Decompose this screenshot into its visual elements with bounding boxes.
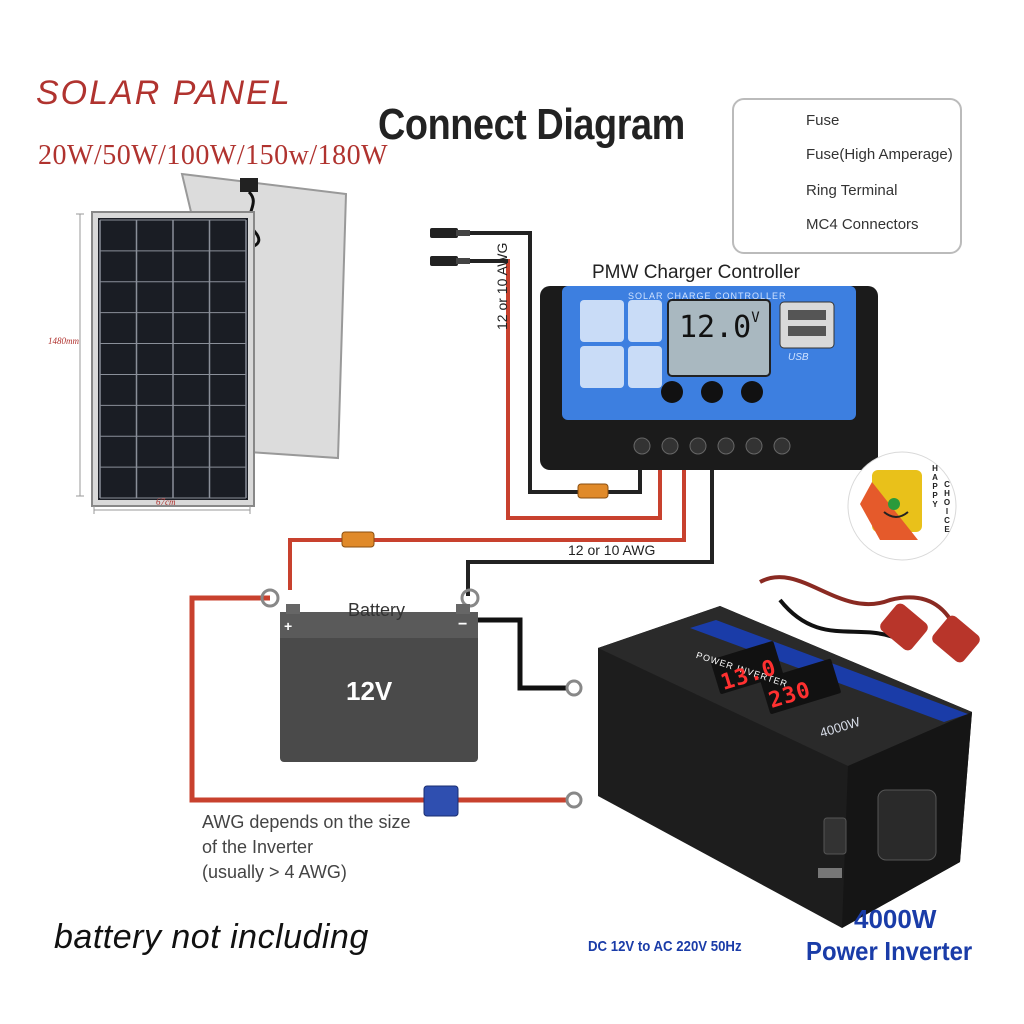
- ring-terminals: [260, 588, 583, 809]
- high-amperage-fuse: [423, 785, 459, 817]
- diagram-title: Connect Diagram: [378, 100, 685, 149]
- brand-letter: O: [943, 498, 951, 507]
- panel-dimension-lines: [76, 213, 251, 514]
- brand-text-2: C H O I C E: [942, 480, 952, 534]
- battery-to-inverter-wires: [189, 595, 566, 803]
- inverter-name: Power Inverter: [806, 936, 973, 966]
- inverter-body: [598, 606, 972, 928]
- brand-letter: I: [945, 507, 949, 516]
- inverter-watts: 4000W: [854, 904, 937, 934]
- brand-letter: C: [944, 516, 950, 525]
- brand-letter: P: [932, 482, 938, 491]
- inverter-spec: DC 12V to AC 220V 50Hz: [588, 938, 742, 955]
- battery-not-included-note: battery not including: [54, 918, 369, 956]
- lcd-unit: V: [751, 310, 760, 326]
- brand-letter: C: [944, 480, 950, 489]
- brand-letter: A: [932, 473, 938, 482]
- brand-letter: Y: [932, 500, 938, 509]
- brand-letter: P: [932, 491, 938, 500]
- controller-name: PMW Charger Controller: [592, 262, 800, 283]
- awg-note-line-1: AWG depends on the size: [202, 812, 411, 832]
- awg-note: AWG depends on the size of the Inverter …: [202, 810, 410, 885]
- mc4-connector-pair: [430, 228, 470, 266]
- brand-letter: E: [944, 525, 950, 534]
- awg-note-line-3: (usually > 4 AWG): [202, 862, 347, 882]
- wattage-list: 20W/50W/100W/150w/180W: [38, 140, 389, 171]
- battery-voltage: 12V: [346, 676, 393, 706]
- controller-to-battery-wires: [288, 470, 714, 596]
- battery-body: [280, 604, 478, 762]
- battery-plus: +: [284, 618, 293, 634]
- usb-label: USB: [788, 352, 809, 363]
- panel-height-label: 1480mm: [48, 336, 79, 346]
- brand-text: H A P P Y: [930, 464, 940, 509]
- legend-high-amp-fuse-label: Fuse(High Amperage): [806, 146, 953, 163]
- controller-face-title: SOLAR CHARGE CONTROLLER: [628, 291, 787, 301]
- vertical-wire-gauge: 12 or 10 AWG: [494, 242, 510, 330]
- brand-letter: H: [932, 464, 938, 473]
- awg-note-line-2: of the Inverter: [202, 837, 314, 857]
- battery-minus: −: [458, 616, 468, 633]
- solar-panel-front: [91, 211, 255, 507]
- fuse-battery-line: [341, 531, 375, 548]
- panel-to-controller-wires: [470, 231, 662, 520]
- charge-controller-body: [540, 286, 878, 470]
- fuse-controller-line: [577, 483, 609, 499]
- legend: Fuse Fuse(High Amperage) Ring Terminal M…: [732, 98, 962, 254]
- legend-ring-terminal-label: Ring Terminal: [806, 182, 898, 199]
- brand-letter: H: [944, 489, 950, 498]
- brand-badge: [847, 451, 957, 561]
- product-title: SOLAR PANEL: [36, 74, 292, 112]
- controller-terminals: [633, 437, 791, 455]
- panel-width-label: 67cm: [156, 497, 176, 507]
- horizontal-wire-gauge: 12 or 10 AWG: [568, 542, 656, 558]
- battery-label: Battery: [348, 600, 406, 620]
- alligator-clamps: [759, 575, 980, 663]
- legend-mc4-label: MC4 Connectors: [806, 216, 919, 233]
- controller-lcd: 12.0V: [679, 310, 760, 345]
- lcd-value: 12.0: [679, 310, 752, 345]
- solar-cell-grid: [99, 219, 247, 499]
- legend-fuse-label: Fuse: [806, 112, 840, 129]
